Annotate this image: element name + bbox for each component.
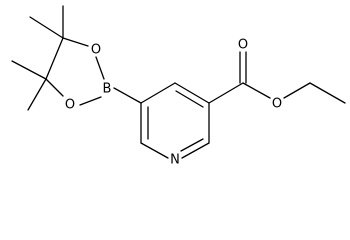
bond-c2-n <box>181 142 210 159</box>
bond-methyl-2 <box>29 16 64 39</box>
atom-label-o-carbonyl: O <box>238 38 248 53</box>
bond-o1-c <box>62 37 89 47</box>
pyridine-ring <box>140 82 210 159</box>
bond-c-c <box>45 37 64 80</box>
bond-c5-c4 <box>140 82 176 104</box>
bond-methyl-4 <box>27 78 47 111</box>
bond-c3-carbonyl <box>208 82 244 104</box>
atom-label-n: N <box>170 153 180 168</box>
bond-c2-n-inner <box>180 138 204 152</box>
bond-c5-b <box>113 87 142 104</box>
bond-carbonyl-oester <box>242 82 271 99</box>
bond-ch2-ch3 <box>309 82 346 104</box>
bond-oester-ch2 <box>283 82 311 99</box>
atom-label-o1: O <box>91 43 101 58</box>
bond-methyl-3 <box>11 60 47 80</box>
atom-label-o2: O <box>65 98 75 113</box>
ethyl-ester-group <box>208 51 346 104</box>
atom-label-o-ester: O <box>272 97 282 112</box>
bond-c4-c3-inner <box>175 90 204 108</box>
bond-b-o2 <box>79 96 102 106</box>
bond-n-c6 <box>140 142 169 159</box>
atom-label-b: B <box>103 82 112 97</box>
bond-o2-c <box>45 78 64 97</box>
chemical-structure-diagram: O B O N O O <box>11 5 346 168</box>
bond-b-o1 <box>95 56 105 80</box>
bond-c4-c3 <box>174 82 210 104</box>
pinacol-boronate-group <box>11 5 142 111</box>
